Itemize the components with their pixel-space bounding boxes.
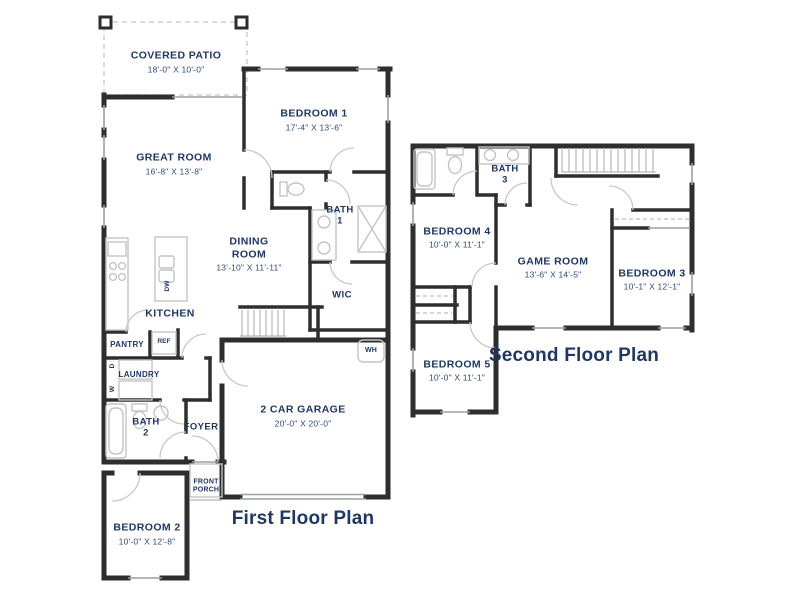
closet-rods (416, 218, 690, 314)
room-label-bedroom-3: BEDROOM 3 (618, 267, 686, 280)
first-floor-door-arcs (111, 147, 355, 502)
first-floor-stairs (240, 310, 286, 337)
room-dims-game-room: 13'-6" X 14'-5" (524, 269, 582, 280)
room-label-dining-room: DINING ROOM (229, 235, 269, 260)
room-dims-garage: 20'-0" X 20'-0" (274, 418, 332, 429)
room-label-foyer: FOYER (183, 421, 219, 433)
room-label-bath-1: BATH 1 (326, 204, 354, 227)
room-dims-bedroom-4: 10'-0" X 11'-1" (428, 239, 486, 250)
second-floor-interior-walls (411, 144, 694, 330)
second-floor-windows (412, 163, 693, 413)
room-label-laundry: LAUNDRY (118, 370, 160, 380)
room-label-covered-patio: COVERED PATIO (130, 49, 222, 62)
room-label-bedroom-2: BEDROOM 2 (113, 521, 181, 534)
room-label-wic: WIC (332, 289, 352, 301)
room-label-pantry: PANTRY (110, 340, 144, 350)
room-dims-great-room: 16'-8" X 13'-8" (145, 166, 203, 177)
dishwasher-label: DW (164, 280, 172, 292)
second-floor-exterior-walls (410, 143, 695, 418)
room-label-bedroom-1: BEDROOM 1 (280, 107, 348, 120)
room-dims-dining-room: 13'-10" X 11'-11" (216, 262, 282, 273)
room-label-front-porch: FRONT PORCH (192, 478, 220, 494)
second-floor-fixtures (413, 146, 530, 190)
dryer-label: D (109, 363, 117, 369)
room-dims-bedroom-1: 17'-4" X 13'-6" (285, 122, 343, 133)
room-label-bedroom-4: BEDROOM 4 (423, 225, 491, 238)
room-label-bath-3: BATH 3 (491, 163, 519, 186)
room-label-game-room: GAME ROOM (517, 255, 589, 268)
room-label-garage: 2 CAR GARAGE (260, 403, 346, 416)
room-dims-bedroom-2: 10'-0" X 12'-8" (118, 536, 176, 547)
room-dims-bedroom-5: 10'-0" X 11'-1" (428, 372, 486, 383)
first-floor-fixtures (105, 181, 387, 501)
room-label-bedroom-5: BEDROOM 5 (423, 358, 491, 371)
second-floor-plan-title: Second Floor Plan (488, 345, 660, 366)
first-floor-plan-title: First Floor Plan (231, 508, 375, 529)
room-label-kitchen: KITCHEN (145, 307, 195, 320)
water-heater-label: WH (364, 346, 378, 354)
room-label-bath-2: BATH 2 (132, 416, 160, 439)
second-floor-door-arcs (452, 170, 634, 349)
washer-label: W (109, 385, 117, 393)
second-floor-stairs (561, 148, 656, 173)
first-floor-windows (103, 68, 389, 579)
patio-posts (98, 15, 249, 30)
room-dims-covered-patio: 18'-0" X 10'-0" (147, 64, 205, 75)
room-label-great-room: GREAT ROOM (136, 151, 212, 164)
room-dims-bedroom-3: 10'-1" X 12'-1" (623, 281, 681, 292)
ref-label: REF (157, 338, 171, 346)
first-floor-exterior-walls (101, 66, 393, 581)
first-floor-interior-walls (102, 67, 390, 464)
